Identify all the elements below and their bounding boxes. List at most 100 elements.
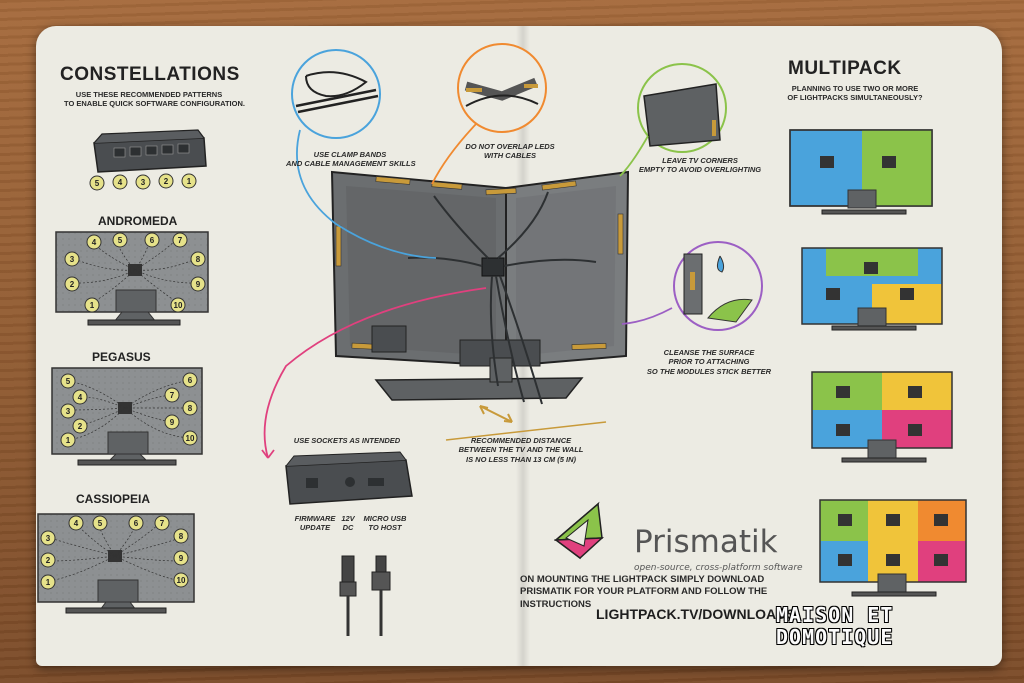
cassiopeia-badge: 6 [134, 519, 139, 528]
pegasus-badge: 4 [78, 393, 83, 402]
pegasus-diagram [51, 367, 203, 466]
tv-corners-tip-line1: LEAVE TV CORNERS [662, 156, 738, 165]
andromeda-badge: 8 [196, 255, 201, 264]
tv-corners-tip-line2: EMPTY TO AVOID OVERLIGHTING [638, 165, 762, 175]
micro-usb-label-line1: MICRO USB [363, 514, 407, 523]
pegasus-badge: 10 [186, 434, 195, 443]
micro-usb-label: MICRO USB TO HOST [362, 514, 408, 533]
constellations-title: CONSTELLATIONS [60, 64, 240, 85]
multipack-tv-three-zones [801, 247, 943, 331]
cassiopeia-badge: 1 [46, 578, 51, 587]
multipack-subtitle: PLANNING TO USE TWO OR MORE OF LIGHTPACK… [780, 84, 930, 103]
pegasus-badge: 1 [66, 436, 71, 445]
overlap-leds-callout-icon [457, 43, 547, 133]
constellations-subtitle-line1: USE THESE RECOMMENDED PATTERNS [75, 90, 223, 99]
port-badge-2: 2 [164, 177, 169, 186]
tv-corners-tip: LEAVE TV CORNERS EMPTY TO AVOID OVERLIGH… [636, 156, 764, 175]
multipack-tv-two-zones [789, 129, 933, 215]
andromeda-badge: 2 [70, 280, 75, 289]
pegasus-badge: 9 [170, 418, 175, 427]
overlap-leds-tip-line2: WITH CABLES [483, 151, 537, 161]
dc-plug-icon [339, 555, 357, 636]
watermark-line1: MAISON ET [776, 603, 894, 627]
andromeda-badge: 10 [174, 301, 183, 310]
cassiopeia-badge: 2 [46, 556, 51, 565]
port-badge-5: 5 [95, 179, 100, 188]
pegasus-badge: 8 [188, 404, 193, 413]
lightpack-leaflet: 5 4 3 2 1 4 [36, 26, 1002, 666]
pegasus-badge: 2 [78, 422, 83, 431]
overlap-leds-tip: DO NOT OVERLAP LEDS WITH CABLES [460, 142, 560, 161]
cassiopeia-badge: 9 [179, 554, 184, 563]
cassiopeia-badge: 4 [74, 519, 79, 528]
tv-back-illustration [330, 170, 630, 405]
distance-tip: RECOMMENDED DISTANCE BETWEEN THE TV AND … [456, 436, 586, 464]
tv-corners-callout-icon [637, 63, 727, 153]
andromeda-label: ANDROMEDA [98, 214, 178, 228]
distance-tip-line1: RECOMMENDED DISTANCE [470, 436, 572, 445]
cassiopeia-badge: 8 [179, 532, 184, 541]
prismatik-tagline: open-source, cross-platform software [634, 563, 803, 573]
andromeda-badge: 9 [196, 280, 201, 289]
micro-usb-label-line2: TO HOST [368, 523, 402, 533]
leaflet-illustrations: 5 4 3 2 1 4 [37, 43, 967, 636]
multipack-tv-four-zones [811, 371, 953, 463]
cleanse-surface-tip: CLEANSE THE SURFACE PRIOR TO ATTACHING S… [646, 348, 772, 376]
callout-connector-lines [261, 123, 673, 459]
clamp-bands-tip: USE CLAMP BANDS AND CABLE MANAGEMENT SKI… [286, 150, 416, 169]
andromeda-badge: 5 [118, 236, 123, 245]
prismatik-logo-icon [553, 501, 605, 560]
port-badge-4: 4 [118, 178, 123, 187]
firmware-update-label: FIRMWARE UPDATE [292, 514, 338, 533]
multipack-title: MULTIPACK [788, 58, 902, 79]
lightpack-device-icon [93, 129, 207, 173]
dc-label-line1: 12V [341, 514, 355, 523]
port-number-badges [89, 173, 197, 191]
distance-arrow-icon [445, 405, 607, 441]
pegasus-label: PEGASUS [92, 350, 151, 364]
prismatik-instructions-line1: ON MOUNTING THE LIGHTPACK SIMPLY DOWNLOA… [520, 574, 765, 585]
distance-tip-line2: BETWEEN THE TV AND THE WALL [458, 445, 584, 455]
prismatik-brand-name: Prismatik [634, 524, 778, 560]
pegasus-badge: 5 [66, 377, 71, 386]
pegasus-badge: 7 [170, 391, 175, 400]
andromeda-badge: 7 [178, 236, 183, 245]
micro-usb-plug-icon [371, 555, 391, 636]
cleanse-surface-tip-line1: CLEANSE THE SURFACE [663, 348, 755, 357]
port-badge-1: 1 [187, 177, 192, 186]
clamp-bands-tip-line1: USE CLAMP BANDS [313, 150, 387, 159]
andromeda-badge: 4 [92, 238, 97, 247]
prismatik-instructions: ON MOUNTING THE LIGHTPACK SIMPLY DOWNLOA… [520, 574, 767, 611]
cassiopeia-badge: 3 [46, 534, 51, 543]
cleanse-surface-tip-line3: SO THE MODULES STICK BETTER [646, 366, 772, 376]
andromeda-badges [64, 232, 206, 313]
pegasus-badges [60, 372, 198, 448]
cassiopeia-badge: 10 [177, 576, 186, 585]
cassiopeia-badge: 7 [160, 519, 165, 528]
prismatik-instructions-line3: INSTRUCTIONS [520, 598, 592, 610]
clamp-bands-tip-line2: AND CABLE MANAGEMENT SKILLS [286, 159, 416, 169]
watermark-line2: DOMOTIQUE [776, 625, 894, 649]
prismatik-instructions-line2: PRISMATIK FOR YOUR PLATFORM AND FOLLOW T… [520, 586, 768, 598]
constellations-subtitle: USE THESE RECOMMENDED PATTERNS TO ENABLE… [64, 90, 245, 109]
andromeda-badge: 1 [90, 301, 95, 310]
sockets-tip: USE SOCKETS AS INTENDED [293, 436, 401, 445]
multipack-subtitle-line1: PLANNING TO USE TWO OR MORE [791, 84, 919, 93]
distance-tip-line3: IS NO LESS THAN 13 CM (5 IN) [465, 454, 576, 464]
clamp-bands-callout-icon [291, 49, 381, 139]
firmware-label-line1: FIRMWARE [294, 514, 336, 523]
downloads-url: LIGHTPACK.TV/DOWNLOADS [596, 606, 796, 622]
cassiopeia-diagram [37, 513, 195, 614]
firmware-label-line2: UPDATE [299, 523, 331, 533]
cleanse-surface-tip-line2: PRIOR TO ATTACHING [668, 357, 750, 367]
overlap-leds-tip-line1: DO NOT OVERLAP LEDS [465, 142, 555, 151]
andromeda-badge: 6 [150, 236, 155, 245]
dc-power-label: 12V DC [338, 514, 358, 533]
pegasus-badge: 3 [66, 407, 71, 416]
constellations-subtitle-line2: TO ENABLE QUICK SOFTWARE CONFIGURATION. [64, 99, 245, 109]
pegasus-badge: 6 [188, 376, 193, 385]
port-badge-3: 3 [141, 178, 146, 187]
maison-et-domotique-watermark: MAISON ET DOMOTIQUE [776, 604, 893, 648]
multipack-subtitle-line2: OF LIGHTPACKS SIMULTANEOUSLY? [787, 93, 923, 103]
andromeda-diagram [55, 231, 209, 326]
